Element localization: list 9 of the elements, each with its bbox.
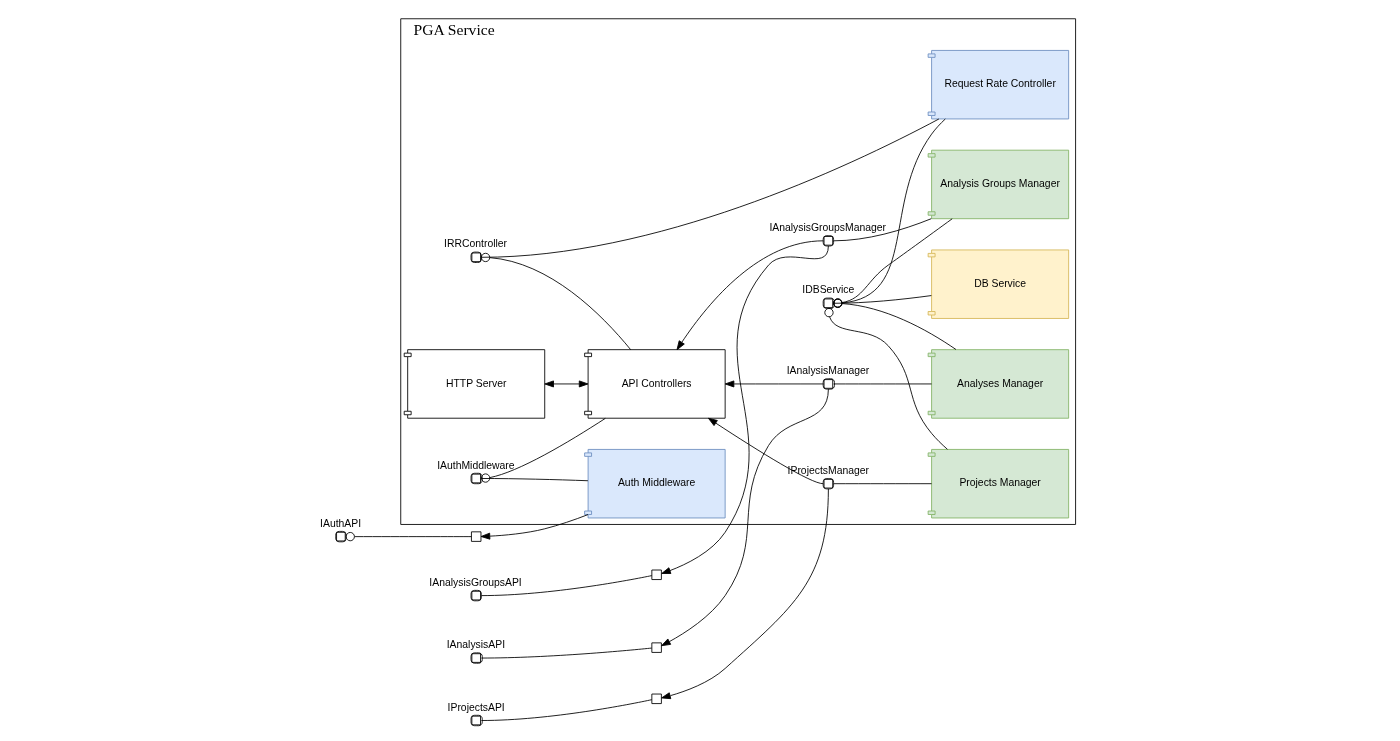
node-label: IAnalysisManager <box>786 365 870 377</box>
node-label: IProjectsAPI <box>447 701 505 713</box>
node-label: IRRController <box>444 238 508 250</box>
node-label: IAnalysisGroupsManager <box>769 221 887 233</box>
node-label: IAnalysisGroupsAPI <box>429 576 522 588</box>
node-label: IDBService <box>802 284 855 296</box>
node-label: IAuthAPI <box>320 517 362 529</box>
node-label: IAuthMiddleware <box>437 459 515 471</box>
node-label: IAnalysisAPI <box>446 639 506 651</box>
